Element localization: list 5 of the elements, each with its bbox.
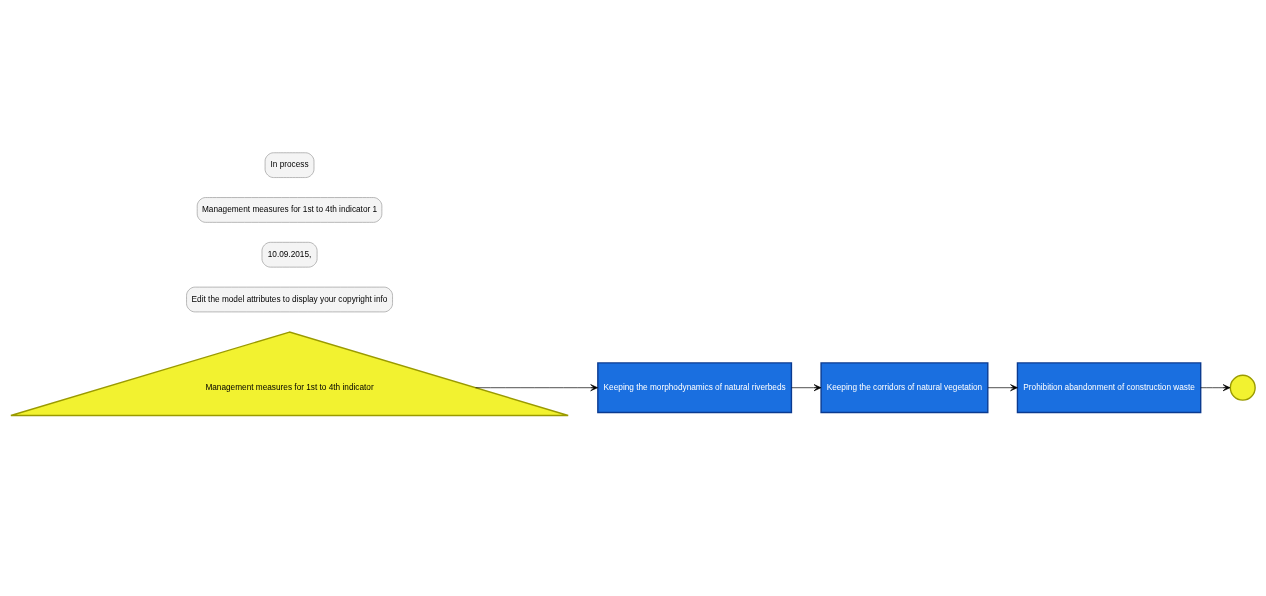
- arrow: [1200, 384, 1231, 392]
- node-circle: [1229, 374, 1256, 401]
- arrow: [791, 384, 822, 392]
- arrow: [475, 384, 598, 392]
- arrow: [987, 384, 1018, 392]
